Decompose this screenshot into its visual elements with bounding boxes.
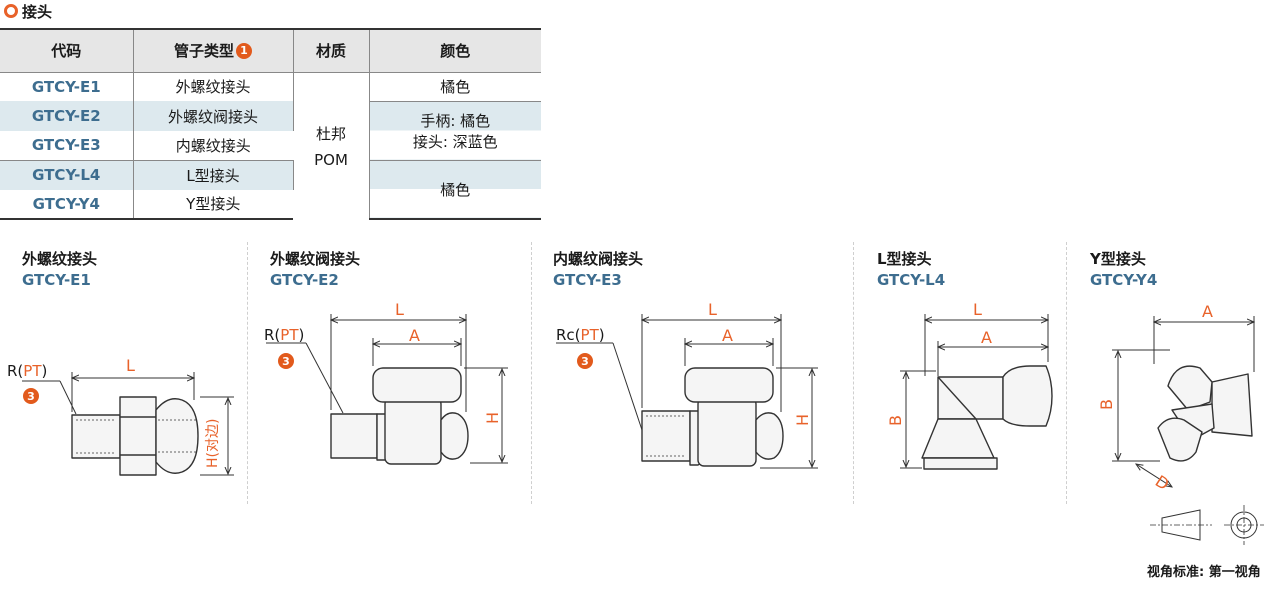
row-code: GTCY-Y4 bbox=[0, 189, 134, 220]
dim-label: H bbox=[483, 412, 502, 424]
dim-label: L bbox=[395, 300, 404, 319]
color-bottom: 橘色 bbox=[369, 160, 541, 220]
material-line1: 杜邦 bbox=[315, 124, 346, 143]
dim-label: H(对边) bbox=[205, 419, 221, 468]
thread-prefix: R( bbox=[264, 326, 280, 344]
table-row: GTCY-L4 L型接头 橘色 bbox=[0, 160, 541, 220]
header-type-label: 管子类型 bbox=[173, 42, 234, 61]
note-badge-text: 3 bbox=[581, 355, 589, 368]
row-code: GTCY-E3 bbox=[0, 130, 134, 161]
note-badge-text: 3 bbox=[282, 355, 290, 368]
figure-name: 外螺纹阀接头 bbox=[270, 250, 361, 268]
svg-text:R(PT): R(PT) bbox=[264, 326, 304, 344]
fitting-e1-drawing bbox=[71, 396, 199, 476]
header-color: 颜色 bbox=[369, 28, 541, 73]
thread-prefix: Rc( bbox=[556, 326, 581, 344]
divider bbox=[1066, 242, 1067, 504]
figure-name: 内螺纹阀接头 bbox=[553, 250, 644, 268]
fitting-e3-drawing bbox=[641, 367, 784, 467]
dim-label: D bbox=[1152, 471, 1173, 494]
section-title-text: 接头 bbox=[22, 2, 53, 21]
divider bbox=[531, 242, 532, 504]
thread-close: ) bbox=[599, 326, 605, 344]
figure-code: GTCY-E3 bbox=[553, 271, 622, 289]
dim-label: A bbox=[722, 326, 733, 345]
figure-name: L型接头 bbox=[877, 250, 932, 268]
thread-close: ) bbox=[42, 362, 48, 380]
material-line2: POM bbox=[314, 150, 348, 169]
section-title: 接头 bbox=[4, 0, 52, 22]
color-valve: 手柄: 橘色 接头: 深蓝色 bbox=[369, 101, 541, 161]
fitting-y4-drawing bbox=[1157, 365, 1253, 462]
figure-code: GTCY-Y4 bbox=[1090, 271, 1158, 289]
dim-label: L bbox=[973, 300, 982, 319]
figure-name: Y型接头 bbox=[1090, 250, 1146, 268]
figure-code: GTCY-E1 bbox=[22, 271, 91, 289]
material-cell: 杜邦 POM bbox=[293, 72, 370, 219]
row-type: Y型接头 bbox=[133, 189, 293, 220]
row-type: L型接头 bbox=[133, 160, 294, 190]
table-row: GTCY-E1 外螺纹接头 杜邦 POM 橘色 bbox=[0, 72, 541, 219]
figure-name: 外螺纹接头 bbox=[22, 250, 98, 268]
dim-label: B bbox=[886, 415, 905, 426]
dim-label: A bbox=[409, 326, 420, 345]
dim-label: A bbox=[1202, 302, 1213, 321]
projection-standard: 视角标准: 第一视角 bbox=[1147, 565, 1261, 580]
note-badge-text: 3 bbox=[27, 390, 35, 403]
header-code: 代码 bbox=[0, 28, 134, 73]
table-row: GTCY-E2 外螺纹阀接头 手柄: 橘色 接头: 深蓝色 bbox=[0, 101, 541, 161]
row-type: 内螺纹接头 bbox=[133, 130, 293, 161]
svg-text:Rc(PT): Rc(PT) bbox=[556, 326, 605, 344]
row-type: 外螺纹接头 bbox=[133, 72, 294, 102]
dim-label: L bbox=[126, 356, 135, 375]
row-code: GTCY-E1 bbox=[0, 72, 134, 102]
color-valve-line1: 手柄: 橘色 bbox=[420, 111, 491, 130]
note-badge-icon: 3 3 3 bbox=[23, 353, 593, 404]
row-code: GTCY-L4 bbox=[0, 160, 134, 190]
note-badge: 1 bbox=[236, 43, 252, 60]
header-material: 材质 bbox=[293, 28, 370, 73]
thread-prefix: R( bbox=[7, 362, 23, 380]
thread-type: PT bbox=[280, 326, 299, 344]
thread-type: PT bbox=[23, 362, 42, 380]
figure-code: GTCY-E2 bbox=[270, 271, 339, 289]
dim-label: A bbox=[981, 328, 992, 347]
thread-close: ) bbox=[299, 326, 305, 344]
fitting-e2-drawing bbox=[330, 367, 469, 465]
thread-type: PT bbox=[581, 326, 600, 344]
fitting-l4-drawing bbox=[921, 365, 1053, 470]
row-code: GTCY-E2 bbox=[0, 101, 134, 131]
table-row: GTCY-E3 内螺纹接头 bbox=[0, 130, 541, 161]
dim-label: H bbox=[793, 414, 812, 426]
color-top: 橘色 bbox=[369, 72, 541, 102]
divider bbox=[247, 242, 248, 504]
row-type: 外螺纹阀接头 bbox=[133, 101, 294, 131]
divider bbox=[853, 242, 854, 504]
figure-code: GTCY-L4 bbox=[877, 271, 946, 289]
circle-bullet-icon bbox=[4, 4, 18, 18]
dim-label: L bbox=[708, 300, 717, 319]
color-valve-line2: 接头: 深蓝色 bbox=[412, 132, 498, 151]
table-row: GTCY-Y4 Y型接头 bbox=[0, 189, 541, 220]
dim-label: B bbox=[1097, 399, 1116, 410]
svg-text:R(PT): R(PT) bbox=[7, 362, 47, 380]
